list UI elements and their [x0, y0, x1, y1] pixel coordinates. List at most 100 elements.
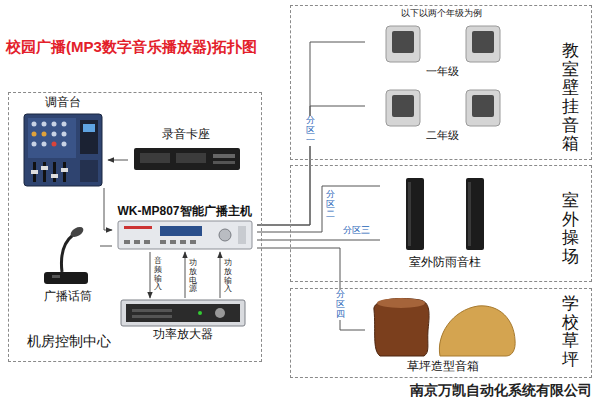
company-watermark: 南京万凯自动化系统有限公司 [410, 382, 592, 398]
mixer-illustration-part [42, 132, 47, 137]
node-label: WK-MP807智能广播主机 [117, 205, 251, 219]
device-box: 调音台 [18, 96, 108, 188]
column-speaker-illustration-part [468, 182, 471, 246]
device-box: 一年级 [365, 24, 520, 78]
microphone-illustration-part [52, 275, 60, 278]
broadcast-host-illustration-part [170, 240, 176, 244]
zone-label: 分区三 [343, 225, 370, 235]
connector-line [257, 42, 365, 225]
broadcast-host-illustration-part [180, 240, 186, 244]
wall-speaker-illustration-part [472, 95, 494, 117]
cassette-deck-illustration [134, 148, 240, 170]
power-amplifier-illustration-part [126, 304, 240, 322]
node-label: 广播话筒 [44, 290, 92, 304]
broadcast-host-illustration-part [124, 240, 130, 244]
device-box: 功率放大器 [115, 298, 250, 342]
device-box: 室外防雨音柱 [380, 175, 510, 270]
mixer-illustration-part [28, 118, 76, 158]
zone-label: 音频输入 [154, 257, 162, 292]
broadcast-host-illustration-part [190, 240, 196, 244]
power-amplifier-illustration-part [132, 309, 172, 312]
wall-speaker-illustration-part [466, 26, 500, 62]
mixer-illustration-part [43, 162, 46, 182]
cassette-deck-illustration-part [176, 153, 206, 163]
column-speaker-illustration-part [406, 178, 424, 250]
mixer-illustration-part [53, 162, 56, 182]
mixer-illustration-part [83, 124, 95, 132]
connector-line [104, 188, 112, 230]
connector-line [100, 246, 112, 247]
microphone-illustration-part [61, 235, 73, 272]
connector-line [150, 252, 151, 298]
mixer-illustration-part [62, 142, 67, 147]
node-label: 录音卡座 [162, 128, 210, 142]
microphone-illustration-part [69, 225, 85, 239]
mixer-illustration-part [24, 114, 102, 186]
mixer-illustration-part [80, 160, 98, 182]
power-amplifier-illustration-part [121, 300, 245, 326]
node-label: 调音台 [45, 96, 81, 110]
zone-label: 分区一 [306, 116, 315, 146]
power-amplifier-illustration [121, 300, 245, 326]
node-label: 机房控制中心 [27, 333, 111, 349]
broadcast-host-illustration-part [219, 229, 231, 241]
node-label: 一年级 [426, 65, 459, 78]
node-label: 二年级 [426, 129, 459, 142]
broadcast-host-illustration-part [160, 240, 166, 244]
lawn-speaker-illustration-part [439, 306, 515, 356]
column-speaker-illustration [406, 178, 484, 250]
broadcast-host-illustration-part [160, 226, 202, 236]
wall-speaker-illustration [386, 26, 500, 126]
mixer-illustration-part [32, 122, 37, 127]
power-amplifier-illustration-part [198, 311, 202, 315]
wall-speaker-illustration-part [386, 90, 420, 126]
device-box: WK-MP807智能广播主机 [112, 205, 257, 252]
mixer-illustration-part [52, 142, 57, 147]
node-label: 室外防雨音柱 [409, 256, 481, 270]
wall-speaker-illustration-part [466, 90, 500, 126]
broadcast-host-illustration-part [144, 240, 150, 244]
cassette-deck-illustration-part [134, 148, 240, 170]
mixer-illustration-part [32, 132, 37, 137]
broadcast-host-illustration-part [238, 226, 246, 244]
device-box: 广播话筒 [35, 222, 100, 304]
wall-speaker-illustration-part [472, 31, 494, 53]
cassette-deck-illustration-part [213, 154, 235, 158]
mixer-illustration-part [41, 166, 48, 170]
device-box: 录音卡座 [128, 128, 244, 174]
node-label: 功率放大器 [153, 328, 213, 342]
connector-line [257, 240, 380, 241]
connector-line [108, 160, 128, 161]
vertical-label: 教室壁挂音箱 [562, 42, 579, 154]
mixer-illustration-part [31, 170, 38, 174]
node-label: 草坪造型音箱 [407, 360, 479, 374]
vertical-label: 学校草坪 [562, 295, 579, 370]
device-box: 二年级 [365, 88, 520, 142]
region-box: 机房控制中心 调音台录音卡座 WK-MP807智能广播主机广播话筒功率放大器 [8, 92, 262, 362]
mixer-illustration-part [62, 122, 67, 127]
mixer-illustration-part [42, 142, 47, 147]
power-amplifier-illustration-part [215, 308, 225, 318]
zone-label: 分区二 [326, 190, 335, 220]
column-speaker-illustration-part [408, 182, 411, 246]
power-amplifier-illustration-part [132, 315, 172, 318]
connector-group [100, 42, 380, 330]
mixer-illustration-part [52, 122, 57, 127]
mixer-illustration-part [62, 132, 67, 137]
broadcast-host-illustration-part [134, 240, 140, 244]
region-box: 室外操场室外防雨音柱 [290, 165, 592, 282]
vertical-label: 室外操场 [562, 192, 579, 267]
lawn-speaker-illustration-part [377, 298, 425, 308]
wall-speaker-illustration-part [386, 26, 420, 62]
diagram-title: 校园广播(MP3数字音乐播放器)拓扑图 [6, 38, 257, 55]
mixer-illustration-part [80, 120, 98, 154]
connector-line [220, 252, 221, 298]
mixer-illustration-part [51, 174, 58, 178]
cassette-deck-illustration-part [140, 153, 170, 163]
zone-label: 功放输入 [224, 259, 232, 294]
mixer-illustration-part [52, 132, 57, 137]
broadcast-host-illustration [118, 221, 252, 249]
zone-label: 功放电源 [189, 259, 197, 294]
microphone-illustration-part [44, 272, 88, 284]
